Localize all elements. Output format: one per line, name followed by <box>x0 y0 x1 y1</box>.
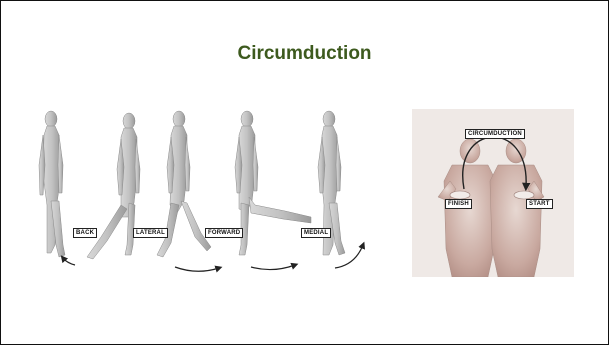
label-medial: MEDIAL <box>301 228 331 238</box>
lateral-arrow <box>251 265 295 270</box>
label-back: BACK <box>73 228 97 238</box>
leg-circumduction-illustration: BACK LATERAL FORWARD MEDIAL <box>29 105 371 277</box>
label-finish: FINISH <box>445 199 472 209</box>
figure-kick <box>235 111 311 255</box>
forward-arrow <box>175 267 219 271</box>
label-forward: FORWARD <box>205 228 243 238</box>
label-circumduction: CIRCUMDUCTION <box>465 129 525 139</box>
figure-back <box>39 111 65 257</box>
label-start: START <box>526 199 553 209</box>
leg-circumduction-drawing <box>29 105 371 277</box>
slide-title: Circumduction <box>1 43 608 65</box>
shoulder-circumduction-illustration: CIRCUMDUCTION FINISH START <box>412 109 574 277</box>
back-arrow <box>63 258 75 265</box>
label-lateral: LATERAL <box>133 228 168 238</box>
